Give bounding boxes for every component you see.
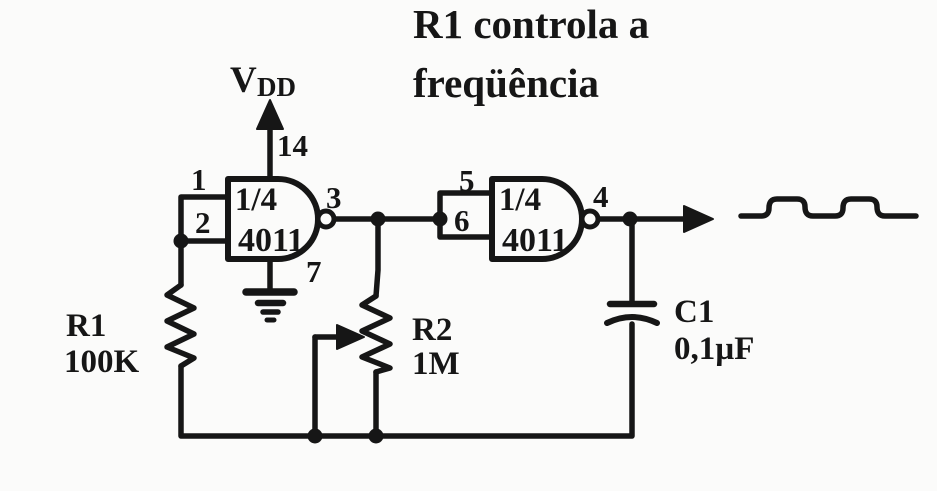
gate2-fraction-label: 1/4 bbox=[499, 182, 541, 218]
vdd-label: V bbox=[230, 60, 257, 101]
nand-gate2-invert-bubble bbox=[579, 208, 601, 230]
pin-label-3: 3 bbox=[326, 180, 342, 215]
junction-dot bbox=[307, 428, 323, 444]
c1-ref-label: C1 bbox=[674, 294, 714, 330]
title-line-2: freqüência bbox=[413, 60, 599, 106]
wiper-arrow-icon bbox=[336, 324, 365, 350]
pin-label-2: 2 bbox=[195, 205, 211, 240]
gate2-part-label: 4011 bbox=[502, 222, 568, 259]
title-line-1: R1 controla a bbox=[413, 1, 649, 47]
r1-ref-label: R1 bbox=[66, 308, 106, 344]
capacitor-c1-symbol bbox=[604, 300, 660, 326]
c1-value-label: 0,1µF bbox=[674, 331, 754, 367]
vdd-label-subscript: DD bbox=[257, 72, 296, 102]
pin-label-5: 5 bbox=[459, 163, 475, 198]
wire-gate1-inputs bbox=[178, 194, 231, 244]
r2-ref-label: R2 bbox=[412, 312, 452, 348]
pin-label-14: 14 bbox=[277, 128, 308, 163]
ground-icon bbox=[242, 288, 298, 323]
junction-dot bbox=[368, 428, 384, 444]
junction-dot bbox=[370, 211, 386, 227]
junction-dot bbox=[432, 211, 448, 227]
junction-dot bbox=[622, 211, 638, 227]
resistor-r1-symbol bbox=[164, 282, 197, 369]
pin-label-6: 6 bbox=[454, 203, 470, 238]
square-wave-icon bbox=[738, 196, 919, 219]
gate1-fraction-label: 1/4 bbox=[235, 182, 277, 218]
pin-label-7: 7 bbox=[306, 254, 322, 289]
gate1-part-label: 4011 bbox=[238, 222, 304, 259]
nand-gate1-body bbox=[225, 176, 321, 262]
r1-value-label: 100K bbox=[64, 344, 140, 380]
nand-gate2-body bbox=[489, 176, 585, 262]
bottom-rail bbox=[178, 321, 635, 439]
vdd-arrow-icon bbox=[256, 99, 284, 130]
pin-label-4: 4 bbox=[593, 179, 609, 214]
potentiometer-r2-symbol bbox=[359, 293, 393, 375]
junction-dot bbox=[173, 233, 189, 249]
nand-gate1-invert-bubble bbox=[315, 208, 337, 230]
r2-value-label: 1M bbox=[412, 346, 460, 382]
wire-r2-top bbox=[373, 216, 381, 299]
pin-label-1: 1 bbox=[191, 162, 207, 197]
output-arrow-icon bbox=[683, 205, 714, 233]
